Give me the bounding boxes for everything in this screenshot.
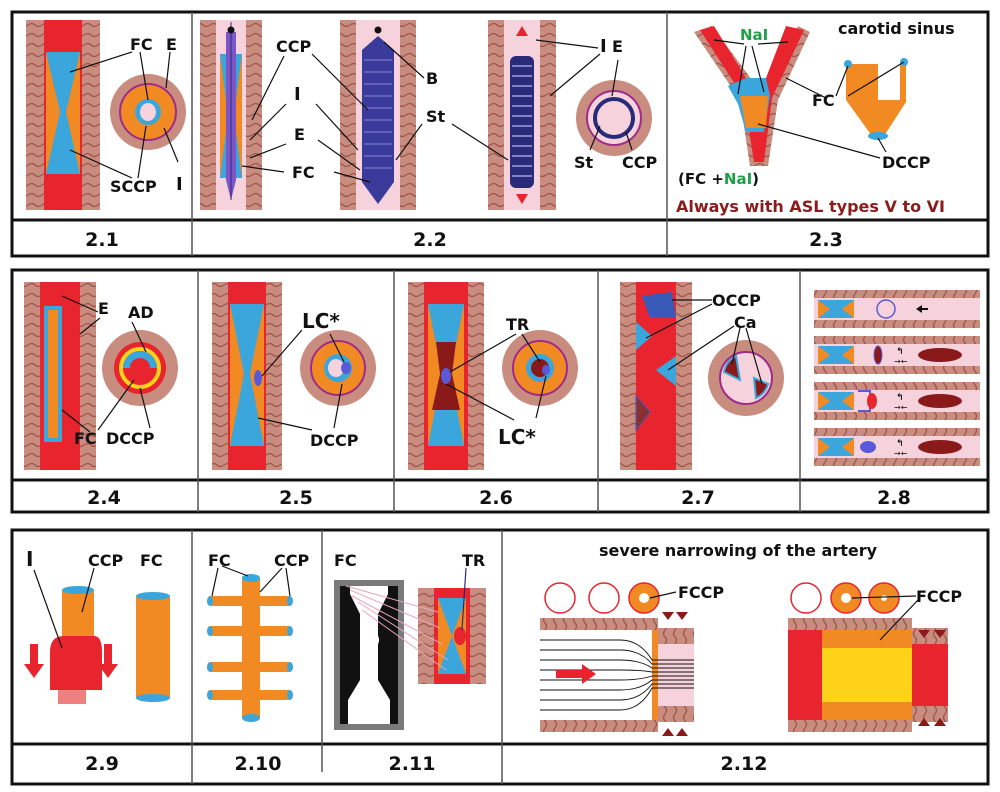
- label-i: I: [26, 547, 33, 571]
- caption-2-10: 2.10: [235, 753, 282, 775]
- label-ca: Ca: [734, 313, 757, 332]
- caption-2-6: 2.6: [479, 487, 513, 509]
- panel-2-6: TR LC* 2.6: [408, 282, 578, 509]
- svg-text:↰: ↰: [896, 347, 904, 357]
- label-st: St: [426, 107, 446, 126]
- stage-2: ↰ →←: [814, 336, 980, 374]
- row-2: E AD FC DCCP 2.4 LC* DCCP 2.5: [10, 268, 990, 514]
- caption-2-1: 2.1: [85, 229, 119, 251]
- row-3: I CCP FC 2.9 FC CCP 2: [10, 528, 990, 786]
- caption-2-2: 2.2: [413, 229, 447, 251]
- label-dccp: DCCP: [310, 431, 359, 450]
- panel-2-1: FC E SCCP I 2.1: [26, 20, 186, 251]
- svg-text:→←: →←: [894, 449, 908, 458]
- label-occp: OCCP: [712, 291, 761, 310]
- label-nai: NaI: [740, 26, 768, 44]
- label-ad: AD: [128, 303, 154, 322]
- caption-2-3: 2.3: [809, 229, 843, 251]
- panel-2-12: severe narrowing of the artery: [540, 541, 962, 775]
- label-fc: FC: [140, 551, 163, 570]
- label-lc: LC*: [302, 309, 340, 333]
- caption-2-12: 2.12: [721, 753, 768, 775]
- caption-2-11: 2.11: [389, 753, 436, 775]
- caption-2-7: 2.7: [681, 487, 715, 509]
- label-e: E: [98, 299, 109, 318]
- stage-3: ↰ →←: [814, 382, 980, 420]
- panel-2-8: ↰ →← ↰ →←: [814, 290, 980, 509]
- label-dccp: DCCP: [882, 153, 931, 172]
- caption-2-5: 2.5: [279, 487, 313, 509]
- label-e-2: E: [612, 37, 623, 56]
- label-ccp-2: CCP: [622, 153, 657, 172]
- label-fc: FC: [334, 551, 357, 570]
- panel-2-7: OCCP Ca 2.7: [620, 282, 784, 509]
- label-i: I: [294, 84, 301, 105]
- panel-2-3: NaI carotid sinus FC DCCP (FC +NaI) Alwa…: [676, 19, 955, 251]
- caption-2-9: 2.9: [85, 753, 119, 775]
- label-fc: FC: [812, 91, 835, 110]
- label-e: E: [166, 35, 177, 54]
- label-fc: FC: [208, 551, 231, 570]
- label-asl-note: Always with ASL types V to VI: [676, 197, 945, 216]
- label-b: B: [426, 69, 438, 88]
- svg-text:→←: →←: [894, 403, 908, 412]
- label-tr: TR: [462, 551, 485, 570]
- label-fc: FC: [292, 163, 315, 182]
- panel-2-11: FC TR 2.11: [334, 551, 486, 775]
- label-i: I: [176, 174, 183, 195]
- label-ccp: CCP: [276, 37, 311, 56]
- label-ccp: CCP: [274, 551, 309, 570]
- caption-2-8: 2.8: [877, 487, 911, 509]
- svg-text:↰: ↰: [896, 393, 904, 403]
- caption-2-4: 2.4: [87, 487, 121, 509]
- panel-2-4: E AD FC DCCP 2.4: [24, 282, 178, 509]
- label-sccp: SCCP: [110, 177, 157, 196]
- label-carotid-sinus: carotid sinus: [838, 19, 955, 38]
- label-i-2: I: [600, 36, 607, 57]
- stage-1: [814, 290, 980, 328]
- panel-2-10: FC CCP 2.10: [207, 551, 309, 775]
- stage-4: ↰ →←: [814, 428, 980, 466]
- label-ccp: CCP: [88, 551, 123, 570]
- svg-text:↰: ↰: [896, 439, 904, 449]
- label-lc: LC*: [498, 425, 536, 449]
- label-severe-narrowing: severe narrowing of the artery: [599, 541, 878, 560]
- row-1: FC E SCCP I 2.1: [10, 10, 990, 258]
- label-dccp: DCCP: [106, 429, 155, 448]
- panel-2-9: I CCP FC 2.9: [24, 547, 170, 775]
- label-formula: (FC +NaI): [678, 170, 759, 188]
- panel-2-5: LC* DCCP 2.5: [212, 282, 376, 509]
- label-fc: FC: [74, 429, 97, 448]
- label-fc: FC: [130, 35, 153, 54]
- label-st-2: St: [574, 153, 594, 172]
- label-e: E: [294, 125, 305, 144]
- svg-text:→←: →←: [894, 357, 908, 366]
- label-fccp: FCCP: [678, 583, 724, 602]
- panel-2-2: CCP I E FC B St I E St CCP 2.2: [200, 20, 657, 251]
- label-tr: TR: [506, 315, 529, 334]
- label-fccp-2: FCCP: [916, 587, 962, 606]
